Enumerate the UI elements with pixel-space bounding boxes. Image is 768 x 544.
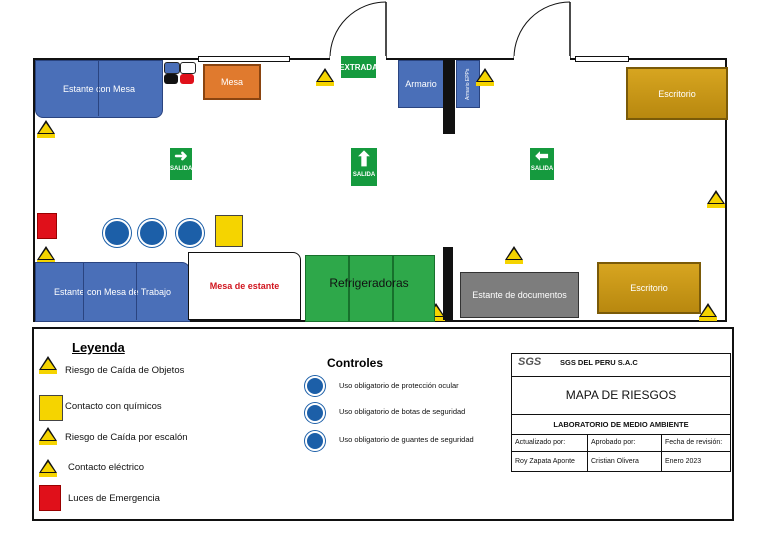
box-white — [180, 62, 196, 74]
chemical-icon — [39, 395, 63, 421]
entrance-sign: EXTRADA — [339, 55, 378, 79]
estante-documentos: Estante de documentos — [460, 272, 579, 318]
chemical-hazard-icon — [215, 215, 243, 247]
exit-label: SALIDA — [530, 166, 554, 172]
control-item: Uso obligatorio de botas de seguridad — [339, 407, 466, 416]
refrigeradoras-label: Refrigeradoras — [329, 276, 409, 290]
updated-label: Actualizado por: — [515, 439, 566, 446]
shelf-divider — [98, 60, 99, 116]
date-value: Enero 2023 — [665, 458, 702, 465]
arrow-right-icon: ➜ — [174, 148, 188, 165]
legend-item: Riesgo de Caída por escalón — [65, 432, 188, 443]
shelf-divider — [136, 262, 137, 320]
escritorio-top-label: Escritorio — [658, 88, 696, 99]
refrigerator — [349, 255, 393, 322]
black-column-top — [443, 60, 455, 134]
estante-documentos-label: Estante de documentos — [472, 290, 567, 300]
legend-item: Contacto con químicos — [65, 401, 162, 412]
step-fall-icon — [39, 427, 57, 445]
map-title: MAPA DE RIESGOS — [565, 388, 677, 402]
armario: Armario — [398, 60, 444, 108]
emergency-light-icon — [37, 213, 57, 239]
estante-mesa-trabajo: Estante con Mesa de Trabajo — [35, 262, 190, 322]
legend-panel — [32, 327, 734, 521]
gloves-icon — [176, 219, 204, 247]
window-top-left — [198, 56, 290, 62]
boots-icon — [138, 219, 166, 247]
estante-con-mesa: Estante con Mesa — [35, 60, 163, 118]
exit-label: SALIDA — [170, 166, 193, 172]
electric-hazard-icon — [699, 303, 717, 321]
emergency-light-icon — [39, 485, 61, 511]
hazard-icon — [476, 68, 494, 86]
arrow-up-icon: ⬆ — [355, 149, 373, 171]
box-black — [164, 74, 178, 84]
refrigerator — [393, 255, 435, 322]
legend-title: Leyenda — [72, 340, 125, 355]
door-gap-2 — [514, 56, 570, 60]
legend-item: Contacto eléctrico — [68, 462, 145, 473]
boots-icon — [305, 403, 325, 423]
falling-objects-icon — [39, 356, 57, 374]
armario-epps-label: Armario EPPs — [465, 68, 471, 100]
black-column-bottom — [443, 247, 453, 320]
shelf-divider — [83, 262, 84, 320]
estante-mesa-trabajo-label: Estante con Mesa de Trabajo — [53, 287, 172, 297]
escritorio-bottom-label: Escritorio — [630, 283, 668, 293]
controls-title: Controles — [327, 356, 384, 370]
sgs-logo: SGS — [518, 356, 542, 368]
exit-sign-left: ⬅ SALIDA — [530, 148, 554, 180]
armario-label: Armario — [405, 79, 437, 89]
mesa-de-estante-label: Mesa de estante — [209, 281, 280, 291]
legend-item: Luces de Emergencia — [68, 493, 160, 504]
date-label: Fecha de revisión: — [665, 439, 723, 446]
hazard-icon — [505, 246, 523, 264]
refrigerator — [305, 255, 349, 322]
escritorio-bottom: Escritorio — [597, 262, 701, 314]
goggles-icon — [103, 219, 131, 247]
legend-item: Riesgo de Caída de Objetos — [65, 365, 185, 376]
goggles-icon — [305, 376, 325, 396]
mesa-label: Mesa — [220, 77, 243, 87]
hazard-icon — [37, 120, 55, 138]
exit-sign-right: ➜ SALIDA — [170, 148, 192, 180]
box-red — [180, 74, 194, 84]
entrance-sign-label: EXTRADA — [339, 62, 378, 72]
updated-value: Roy Zapata Aponte — [515, 458, 575, 465]
title-block: SGS SGS DEL PERU S.A.C MAPA DE RIESGOS L… — [511, 353, 731, 472]
control-item: Uso obligatorio de protección ocular — [339, 381, 459, 390]
electric-hazard-icon — [707, 190, 725, 208]
mesa-de-estante: Mesa de estante — [188, 252, 301, 320]
gloves-icon — [305, 431, 325, 451]
company-name: SGS DEL PERU S.A.C — [560, 358, 638, 367]
control-item: Uso obligatorio de guantes de seguridad — [339, 435, 474, 444]
arrow-left-icon: ⬅ — [535, 148, 549, 165]
exit-label: SALIDA — [352, 172, 376, 178]
window-top-right — [575, 56, 629, 62]
lab-name: LABORATORIO DE MEDIO AMBIENTE — [553, 420, 689, 429]
approved-label: Aprobado por: — [591, 439, 636, 446]
box-blue — [164, 62, 180, 74]
mesa: Mesa — [203, 64, 261, 100]
approved-value: Cristian Olivera — [591, 458, 639, 465]
electric-icon — [39, 459, 57, 477]
escritorio-top: Escritorio — [626, 67, 728, 120]
exit-sign-up: ⬆ SALIDA — [351, 148, 377, 186]
hazard-icon — [316, 68, 334, 86]
